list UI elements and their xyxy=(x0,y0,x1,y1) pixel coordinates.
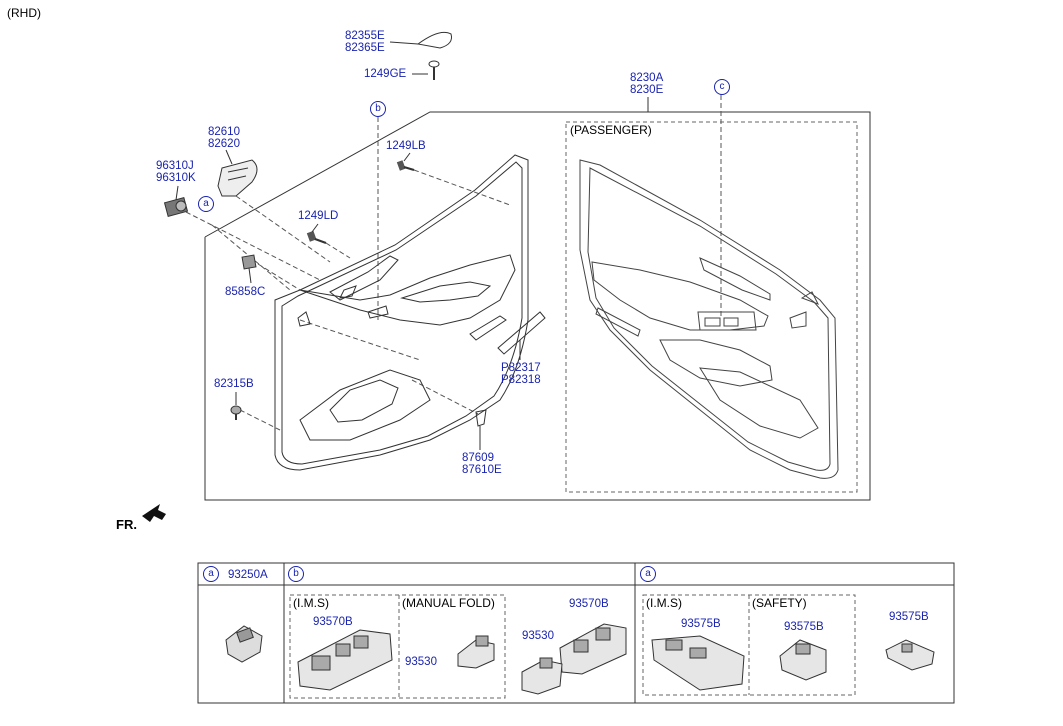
table-col-a-circle: a xyxy=(203,566,219,582)
screw-lb-label: 1249LB xyxy=(386,140,426,152)
pull-handle-label-1: P82317 xyxy=(501,362,541,374)
cover-label-1: 87609 xyxy=(462,452,494,464)
screw-ld-label: 1249LD xyxy=(298,210,339,222)
screw-top-label: 1249GE xyxy=(364,68,407,80)
variant-label: (RHD) xyxy=(7,6,41,20)
b-manual-label: (MANUAL FOLD) xyxy=(402,596,495,610)
callout-a: a xyxy=(198,196,214,212)
speaker-label-1: 96310J xyxy=(156,160,194,172)
switch-manual-b-shape xyxy=(457,635,495,669)
cover-shape xyxy=(475,409,487,450)
table-col-a-part: 93250A xyxy=(228,569,268,581)
door-trim-panel xyxy=(274,154,529,471)
trim-panel-label-2: 8230E xyxy=(630,84,664,96)
assembly-frame xyxy=(204,111,871,501)
callout-b: b xyxy=(370,101,386,117)
c-safety-label: (SAFETY) xyxy=(752,596,807,610)
handle-label-2: 82620 xyxy=(208,138,240,150)
passenger-box xyxy=(565,121,858,493)
b-ims-part: 93570B xyxy=(313,616,353,628)
cover-label-2: 87610E xyxy=(462,464,502,476)
c-ims-label: (I.M.S) xyxy=(646,596,682,610)
handle-bracket-shape xyxy=(217,149,258,197)
b-extra-part-low: 93530 xyxy=(522,630,554,642)
switch-ims-b-shape xyxy=(297,629,393,691)
speaker-shape xyxy=(163,185,189,217)
switch-extra-c-shape xyxy=(885,639,935,671)
variant-table-grid xyxy=(197,562,955,704)
screw-ld-shape xyxy=(306,223,327,244)
garnish-label-2: 82365E xyxy=(345,42,385,54)
passenger-label: (PASSENGER) xyxy=(570,123,652,137)
callout-c: c xyxy=(714,79,730,95)
switch-93250A-shape xyxy=(225,625,263,663)
c-ims-part: 93575B xyxy=(681,618,721,630)
front-arrow-icon xyxy=(142,504,166,522)
switch-ims-c-shape xyxy=(651,635,745,691)
trim-panel-label-1: 8230A xyxy=(630,72,664,84)
b-ims-label: (I.M.S) xyxy=(293,596,329,610)
fastener-label: 82315B xyxy=(214,378,254,390)
garnish-label-1: 82355E xyxy=(345,30,385,42)
fastener-shape xyxy=(230,392,242,420)
passenger-door-trim xyxy=(579,159,839,479)
b-manual-part: 93530 xyxy=(405,656,437,668)
b-extra-part-top: 93570B xyxy=(569,598,609,610)
screw-top-shape xyxy=(412,60,440,80)
switch-extra-b-shape xyxy=(521,623,627,695)
switch-safety-c-shape xyxy=(779,639,827,681)
c-extra-part: 93575B xyxy=(889,611,929,623)
pull-handle-shape xyxy=(497,311,546,355)
table-col-c-circle: a xyxy=(640,566,656,582)
c-safety-part: 93575B xyxy=(784,621,824,633)
garnish-shape xyxy=(416,31,452,49)
speaker-label-2: 96310K xyxy=(156,172,196,184)
table-col-b-circle: b xyxy=(288,566,304,582)
clip-shape xyxy=(241,254,257,284)
clip-label: 85858C xyxy=(225,286,266,298)
pull-handle-label-2: P82318 xyxy=(501,374,541,386)
screw-lb-shape xyxy=(396,152,415,171)
handle-label-1: 82610 xyxy=(208,126,240,138)
front-label: FR. xyxy=(116,517,137,532)
